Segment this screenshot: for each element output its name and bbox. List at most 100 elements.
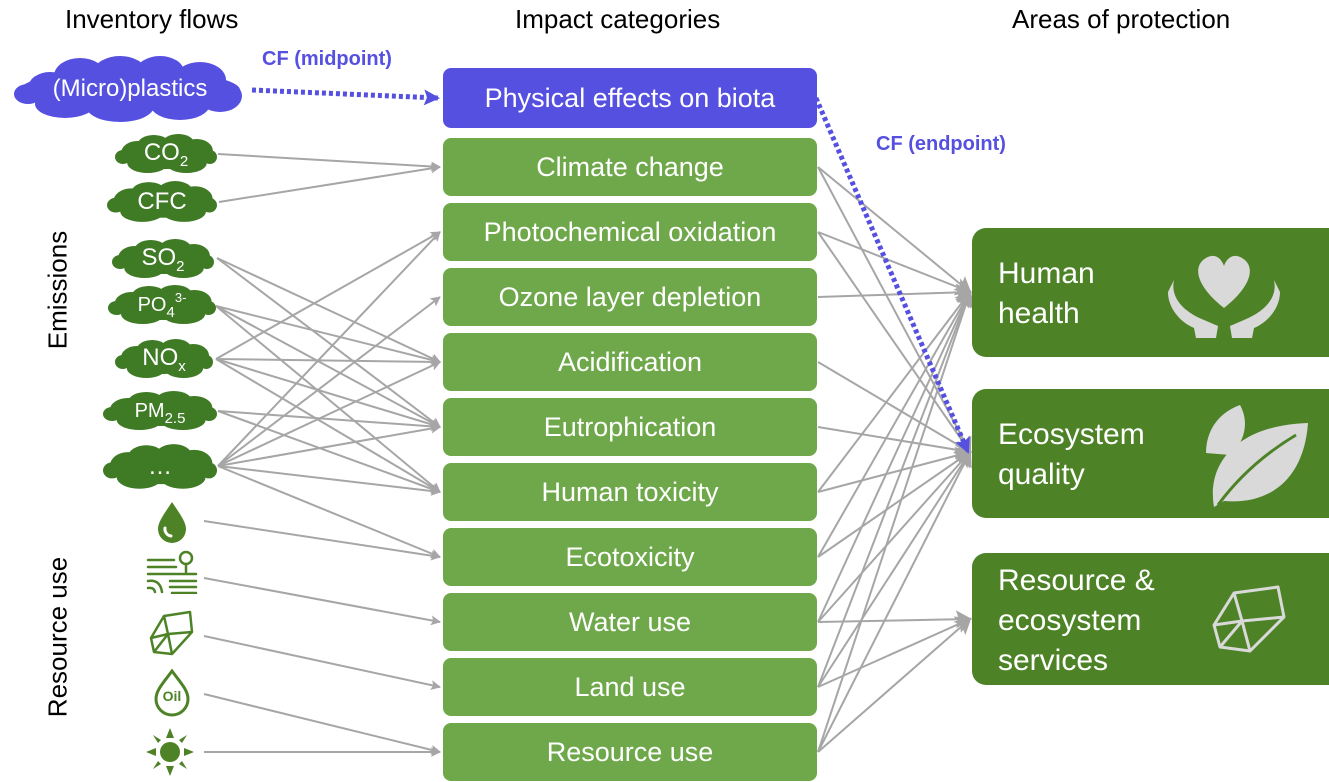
flow-arrow xyxy=(817,290,973,623)
area-resource-line2: ecosystem xyxy=(998,604,1142,637)
flow-arrow xyxy=(817,450,972,558)
flow-arrow xyxy=(817,361,972,454)
flow-arrow xyxy=(817,450,972,753)
impact-category-water-use: Water use xyxy=(443,593,817,651)
flow-arrow xyxy=(215,356,441,367)
flow-arrow xyxy=(817,450,972,688)
oil-icon: Oil xyxy=(150,668,194,718)
emission-formula: PO xyxy=(137,293,167,316)
emission-cloud: SO2 xyxy=(112,238,214,280)
impact-category-photochemical-oxidation: Photochemical oxidation xyxy=(443,203,817,261)
emission-cloud: … xyxy=(103,443,217,491)
flow-arrow xyxy=(817,426,972,459)
flow-arrow xyxy=(203,577,441,626)
flow-arrow xyxy=(217,361,441,467)
impact-category-climate-change: Climate change xyxy=(443,138,817,196)
area-resource-line3: services xyxy=(998,644,1109,677)
flow-arrow xyxy=(215,305,441,365)
emission-cloud: CFC xyxy=(107,180,217,224)
emission-formula: … xyxy=(148,453,172,480)
impact-category-acidification: Acidification xyxy=(443,333,817,391)
leaf-icon xyxy=(1206,405,1308,507)
impact-category-human-toxicity: Human toxicity xyxy=(443,463,817,521)
emission-formula: CFC xyxy=(137,188,187,215)
area-resource-line1: Resource & xyxy=(998,564,1155,597)
flow-arrow xyxy=(817,290,974,688)
microplastics-cloud: (Micro)plastics xyxy=(10,54,250,124)
cf-endpoint-label: CF (endpoint) xyxy=(876,133,1006,155)
cf-midpoint-label: CF (midpoint) xyxy=(262,48,392,70)
flow-arrow xyxy=(215,305,441,428)
area-human-health: Human health xyxy=(972,228,1329,357)
emission-cloud: NOx xyxy=(115,338,213,380)
land-field-icon xyxy=(146,550,198,594)
microplastics-label: (Micro)plastics xyxy=(52,75,208,102)
flow-arrow xyxy=(817,450,972,623)
flow-arrow xyxy=(817,283,972,302)
emission-subscript: 2 xyxy=(176,257,185,275)
area-human-health-line2: health xyxy=(998,297,1080,330)
flow-arrow xyxy=(215,358,441,430)
emission-label: CFC xyxy=(137,188,186,216)
emission-label: … xyxy=(148,453,172,481)
emission-subscript: 2.5 xyxy=(164,409,186,427)
emission-superscript: 3- xyxy=(174,289,187,305)
emission-formula: SO xyxy=(141,243,177,271)
flow-arrow xyxy=(217,410,441,494)
flow-arrow xyxy=(817,231,972,454)
flow-arrow xyxy=(817,166,972,454)
header-impact-categories: Impact categories xyxy=(515,4,721,34)
emission-label: SO2 xyxy=(141,244,184,275)
impact-category-land-use: Land use xyxy=(443,658,817,716)
label-emissions: Emissions xyxy=(42,230,73,350)
impact-category-ecotoxicity: Ecotoxicity xyxy=(443,528,817,586)
flow-arrow xyxy=(817,290,975,753)
cf-midpoint-arrow xyxy=(251,87,440,106)
emission-formula: NO xyxy=(142,343,179,371)
flow-arrow xyxy=(216,257,441,363)
emission-formula: CO xyxy=(143,138,180,166)
physical-effects-box: Physical effects on biota xyxy=(443,68,817,128)
emission-subscript: 2 xyxy=(179,152,189,170)
emission-label: CO2 xyxy=(144,139,188,170)
flow-arrow xyxy=(217,465,441,496)
flow-arrow xyxy=(203,635,441,690)
water-drop-icon xyxy=(158,502,186,543)
flow-arrow xyxy=(217,296,441,467)
emission-formula: PM xyxy=(134,399,165,422)
hands-heart-icon xyxy=(1168,255,1280,338)
emission-label: PM2.5 xyxy=(135,396,186,427)
area-ecosystem-quality: Ecosystem quality xyxy=(972,389,1329,518)
flow-arrow xyxy=(217,423,441,467)
area-ecosystem-quality-line2: quality xyxy=(998,458,1085,491)
area-resource-ecosystem-services: Resource & ecosystem services xyxy=(972,553,1329,685)
mineral-icon xyxy=(1212,585,1286,653)
oil-icon-label: Oil xyxy=(162,688,182,704)
flow-arrow xyxy=(817,166,972,294)
sun-icon xyxy=(146,728,194,776)
emission-subscript: 4 xyxy=(166,303,175,321)
cf-endpoint-arrow xyxy=(813,97,971,454)
flow-arrow xyxy=(203,693,441,755)
emission-subscript: x xyxy=(178,357,186,375)
flow-arrow xyxy=(817,231,972,296)
mineral-icon xyxy=(149,610,194,656)
flow-arrow xyxy=(817,446,972,493)
label-resource-use: Resource use xyxy=(42,556,73,718)
emission-cloud: PO43- xyxy=(108,284,216,326)
header-inventory-flows: Inventory flows xyxy=(65,4,239,34)
flow-arrow xyxy=(217,153,441,172)
flow-arrow xyxy=(817,290,972,493)
flow-arrow xyxy=(817,617,972,753)
flow-arrow xyxy=(216,257,441,428)
flow-arrow xyxy=(218,163,441,203)
emission-label: NOx xyxy=(142,344,186,375)
emission-label: PO43- xyxy=(138,290,187,321)
flow-arrow xyxy=(817,290,971,558)
impact-category-eutrophication: Eutrophication xyxy=(443,398,817,456)
flow-arrow xyxy=(217,410,441,432)
impact-category-ozone-layer-depletion: Ozone layer depletion xyxy=(443,268,817,326)
header-areas-of-protection: Areas of protection xyxy=(1012,4,1231,34)
